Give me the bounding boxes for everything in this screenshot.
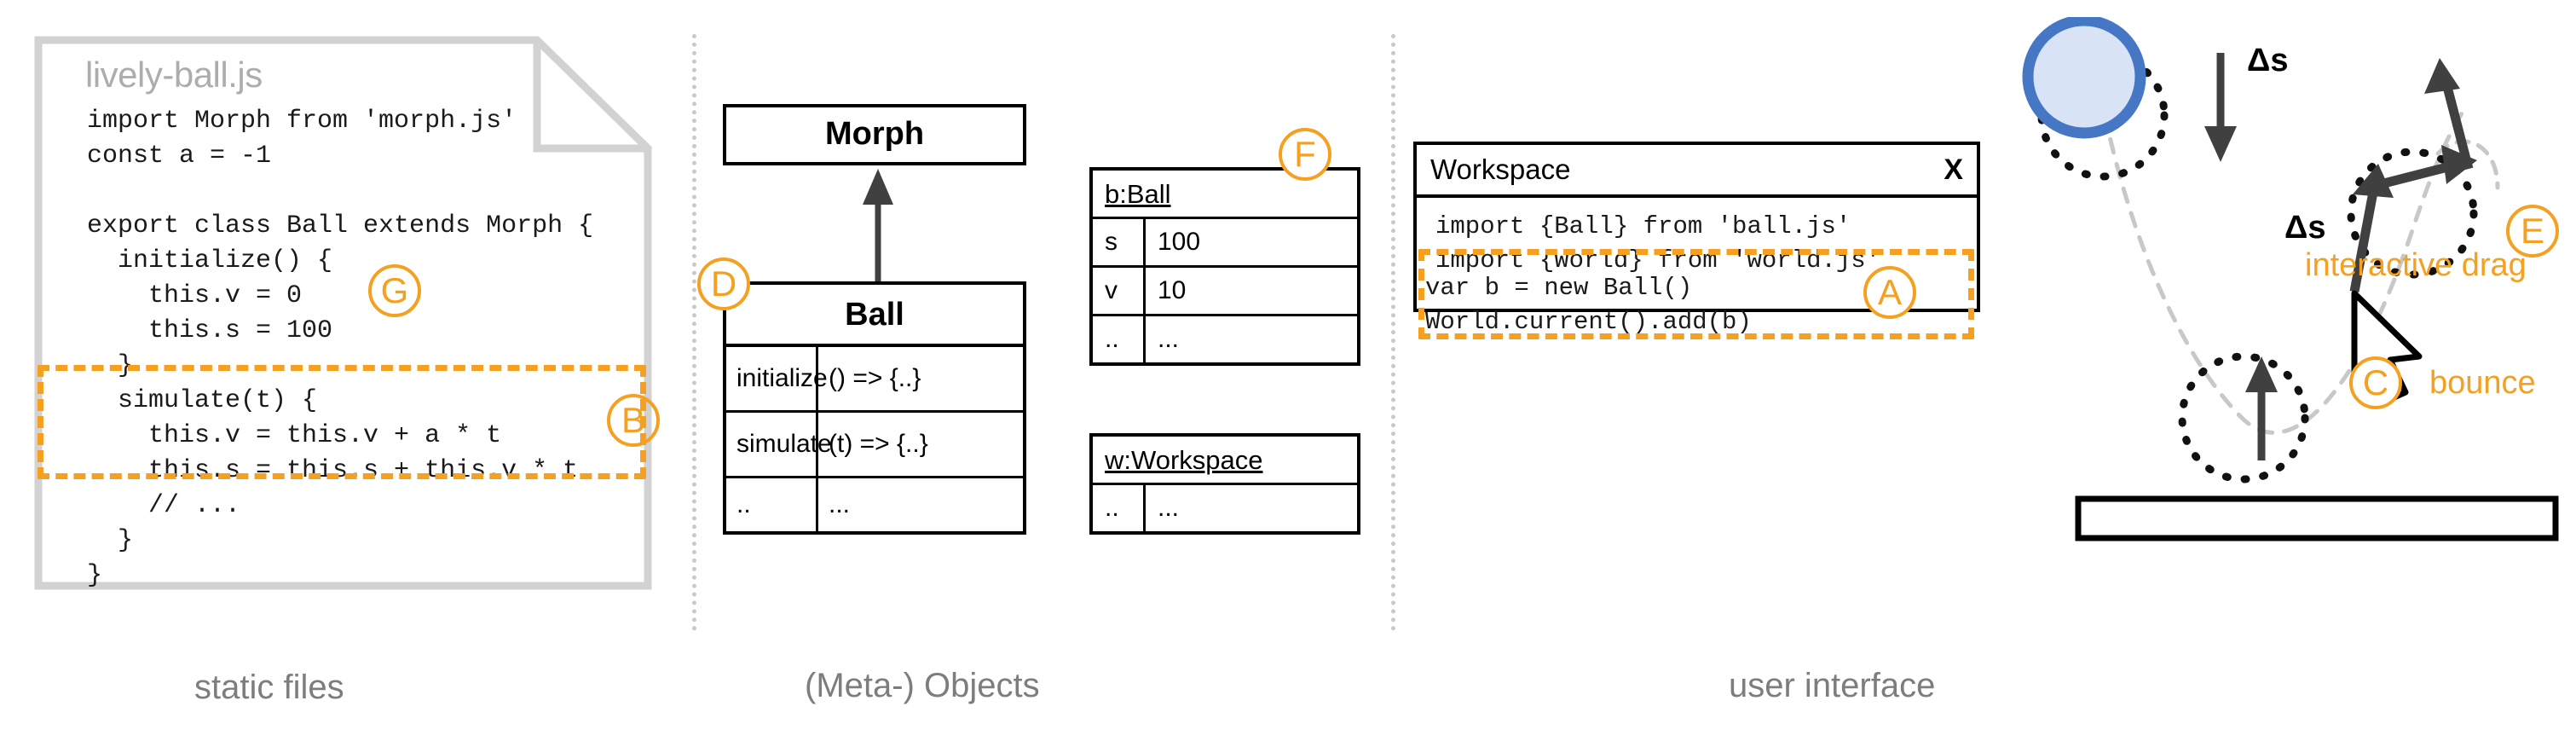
static-file-paper: lively-ball.js import Morph from 'morph.… — [34, 36, 652, 590]
uml-class-morph-title: Morph — [824, 116, 925, 152]
delta-s-label-top: Δs — [2247, 43, 2289, 78]
object-property-key: v — [1093, 268, 1146, 314]
marker-c: C — [2349, 356, 2402, 409]
uml-member-value: ... — [829, 490, 851, 518]
paper-outline-icon — [34, 36, 652, 590]
object-table-ball-rows: s 100 v 10..... — [1093, 217, 1357, 362]
object-property-value: 100 — [1158, 228, 1201, 256]
uml-member-value: () => {..} — [829, 364, 921, 392]
uml-class-ball-row: simulate(t) => {..} — [726, 410, 1023, 476]
uml-member-name: initialize — [726, 347, 828, 410]
column-divider-2 — [1391, 34, 1395, 631]
caption-static-files: static files — [194, 669, 344, 706]
marker-f: F — [1279, 128, 1331, 181]
uml-class-ball-row: initialize() => {..} — [726, 347, 1023, 410]
workspace-window-title: Workspace — [1430, 153, 1571, 185]
workspace-titlebar[interactable]: Workspace X — [1417, 145, 1977, 198]
object-table-row: ..... — [1093, 314, 1357, 362]
object-property-key: .. — [1093, 316, 1146, 362]
workspace-window[interactable]: Workspace X import {Ball} from 'ball.js'… — [1413, 142, 1980, 312]
delta-s-label-bottom: Δs — [2284, 210, 2326, 246]
uml-class-ball-title: Ball — [845, 297, 904, 333]
ball-trajectory-graphic — [2022, 17, 2559, 541]
uml-class-ball-divider — [726, 344, 1023, 347]
object-table-ball-title: b:Ball — [1105, 179, 1171, 209]
uml-class-ball-row: ..... — [726, 476, 1023, 531]
object-table-ball: b:Ball s 100 v 10..... — [1089, 167, 1360, 366]
object-property-value: ... — [1158, 325, 1180, 353]
workspace-code-snippet[interactable]: var b = new Ball() World.current().add(b… — [1425, 274, 1752, 336]
ui-animation-scene — [1986, 17, 2576, 614]
object-property-value: ... — [1158, 494, 1180, 522]
caption-meta-objects: (Meta-) Objects — [805, 667, 1040, 704]
object-table-row: v 10 — [1093, 265, 1357, 314]
uml-member-value: (t) => {..} — [829, 430, 928, 458]
highlight-box-workspace-snippet — [1418, 249, 1974, 339]
highlight-box-simulate — [38, 365, 646, 479]
uml-class-ball-rows: initialize() => {..}simulate(t) => {..}.… — [726, 347, 1023, 531]
label-bounce: bounce — [2429, 365, 2536, 401]
file-title: lively-ball.js — [85, 55, 263, 95]
inheritance-arrow-icon — [863, 169, 893, 283]
uml-member-name: simulate — [726, 413, 832, 476]
marker-g: G — [368, 264, 421, 317]
object-table-row: s 100 — [1093, 217, 1357, 265]
object-table-workspace-title: w:Workspace — [1105, 445, 1263, 475]
caption-user-interface: user interface — [1729, 667, 1936, 704]
marker-d: D — [697, 258, 750, 310]
object-property-key: s — [1093, 219, 1146, 265]
uml-class-ball: Ball initialize() => {..}simulate(t) => … — [723, 281, 1026, 535]
close-icon[interactable]: X — [1944, 153, 1963, 186]
object-property-key: .. — [1093, 485, 1146, 531]
label-interactive-drag: interactive drag — [2305, 247, 2527, 283]
marker-b: B — [607, 394, 660, 447]
marker-a: A — [1863, 266, 1916, 319]
object-table-workspace: w:Workspace ..... — [1089, 433, 1360, 535]
column-divider-1 — [692, 34, 696, 631]
object-property-value: 10 — [1158, 276, 1187, 304]
uml-member-name: .. — [726, 478, 818, 531]
uml-class-morph: Morph — [723, 104, 1026, 165]
file-source-code: import Morph from 'morph.js' const a = -… — [87, 107, 594, 590]
marker-e: E — [2506, 205, 2559, 258]
object-table-workspace-rows: ..... — [1093, 483, 1357, 531]
object-table-row: ..... — [1093, 483, 1357, 531]
